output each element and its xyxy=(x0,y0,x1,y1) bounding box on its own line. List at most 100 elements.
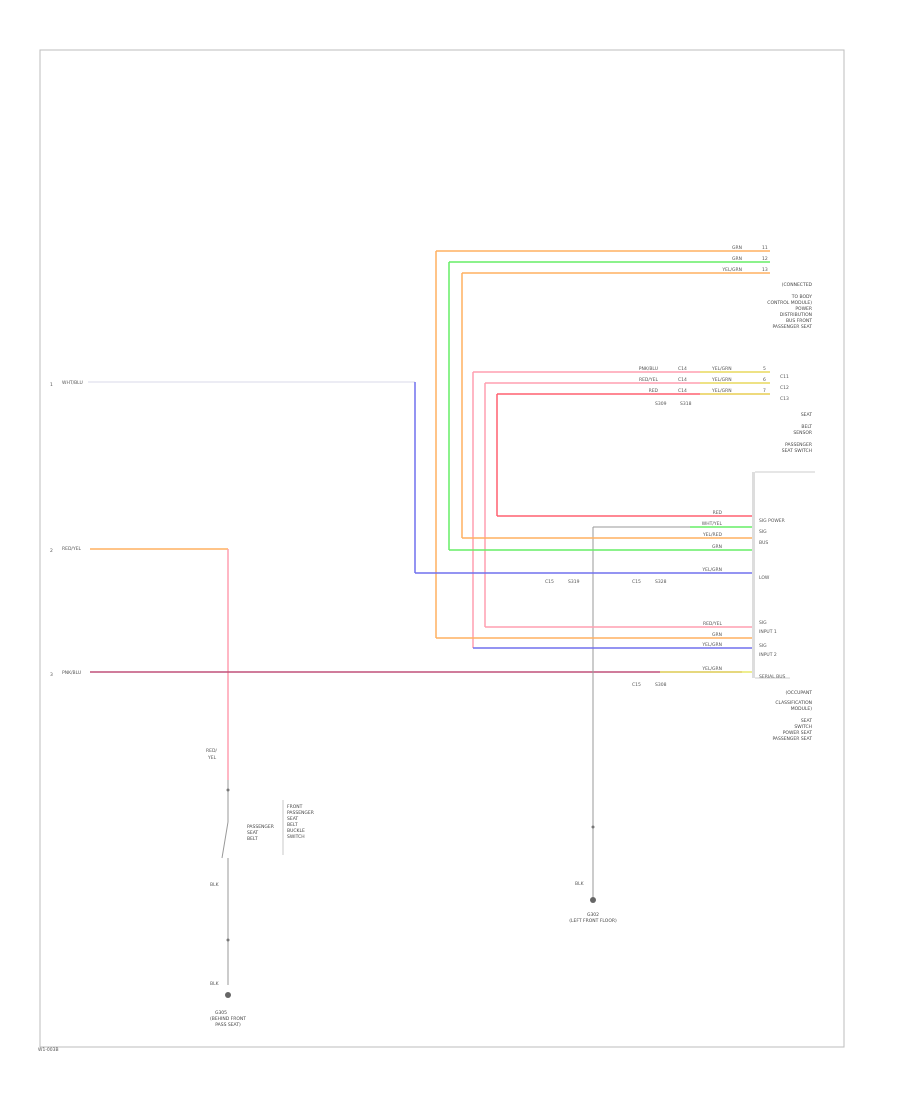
mid-right-wire-1: YEL/GRN xyxy=(711,366,732,372)
svg-text:SEAT: SEAT xyxy=(801,412,812,418)
module-splice-code-1: C15 xyxy=(545,579,554,585)
switch-bottom-wire: BLK xyxy=(210,882,220,888)
module-splice-code-2: S319 xyxy=(568,579,580,585)
module-wire-label-3: YEL/RED xyxy=(702,532,723,538)
mid-left-wire-1: PNK/BLU xyxy=(639,366,658,372)
module-pin-label-5: SIG xyxy=(759,620,767,626)
mid-splice-2: S318 xyxy=(680,401,692,407)
svg-text:SWITCH: SWITCH xyxy=(794,724,812,730)
switch-lower-wire: BLK xyxy=(210,981,220,987)
ground-right-icon xyxy=(590,897,596,903)
module-pin-label-9: SERIAL BUS xyxy=(759,674,786,680)
module-pin-label-6: INPUT 1 xyxy=(759,629,777,635)
mid-left-wire-2: RED/YEL xyxy=(639,377,659,383)
top-pin-3: 13 xyxy=(762,267,768,273)
mid-splice-1: S309 xyxy=(655,401,667,407)
top-pin-1: 11 xyxy=(762,245,768,251)
module-pin-label-3: BUS xyxy=(759,540,768,546)
module-wire-label-9: YEL/GRN xyxy=(701,666,722,672)
top-connector-label: (CONNECTED TO BODY CONTROL MODULE) POWER… xyxy=(767,282,812,330)
module-pin-label-1: SIG POWER xyxy=(759,518,785,524)
module-pin-label-2: SIG xyxy=(759,529,767,535)
svg-text:DISTRIBUTION: DISTRIBUTION xyxy=(780,312,812,318)
switch-contact-mid xyxy=(226,938,230,942)
svg-text:BUCKLE: BUCKLE xyxy=(287,828,305,834)
svg-text:CLASSIFICATION: CLASSIFICATION xyxy=(775,700,812,706)
svg-text:SEAT: SEAT xyxy=(801,718,812,724)
mid-right-wire-2: YEL/GRN xyxy=(711,377,732,383)
module-wire-label-5: YEL/GRN xyxy=(701,567,722,573)
svg-text:BELT: BELT xyxy=(247,836,258,842)
module-wire-label-6: RED/YEL xyxy=(703,621,723,627)
mid-pin-2: 6 xyxy=(763,377,766,383)
module-wire-label-1: RED xyxy=(713,510,723,516)
mid-side-pin-3: C13 xyxy=(780,396,789,402)
svg-text:SENSOR: SENSOR xyxy=(793,430,812,436)
ground-left-label: G305 (BEHIND FRONT PASS SEAT) xyxy=(210,1010,246,1028)
page-frame xyxy=(39,49,845,1048)
svg-text:PASSENGER: PASSENGER xyxy=(287,810,314,816)
module-label: (OCCUPANT CLASSIFICATION MODULE) SEAT SW… xyxy=(773,690,813,742)
top-wire-3-label: YEL/GRN xyxy=(721,267,742,273)
svg-text:(BEHIND FRONT: (BEHIND FRONT xyxy=(210,1016,246,1022)
svg-text:PASSENGER SEAT: PASSENGER SEAT xyxy=(773,324,813,330)
module-wire-label-7: GRN xyxy=(712,632,722,638)
input-wire-2-label: RED/YEL xyxy=(62,546,82,552)
mid-code-2: C14 xyxy=(678,377,687,383)
svg-text:SEAT: SEAT xyxy=(247,830,258,836)
svg-text:TO BODY: TO BODY xyxy=(791,294,812,300)
svg-text:PASSENGER: PASSENGER xyxy=(247,824,274,830)
svg-text:MODULE): MODULE) xyxy=(791,706,813,712)
switch-side-label: PASSENGER SEAT BELT xyxy=(247,824,274,842)
input-pin-3: 3 xyxy=(50,672,53,678)
svg-text:G302: G302 xyxy=(587,912,599,918)
ground-icon xyxy=(225,992,231,998)
mid-pin-1: 5 xyxy=(763,366,766,372)
svg-text:PASSENGER: PASSENGER xyxy=(785,442,812,448)
mid-left-wire-3: RED xyxy=(649,388,659,394)
switch-top-wire-1: RED/ xyxy=(206,748,217,754)
svg-text:SEAT: SEAT xyxy=(287,816,298,822)
mid-connector-label: SEAT BELT SENSOR PASSENGER SEAT SWITCH xyxy=(782,412,813,454)
svg-text:POWER SEAT: POWER SEAT xyxy=(783,730,813,736)
input-pin-1: 1 xyxy=(50,382,53,388)
svg-text:POWER: POWER xyxy=(795,306,812,312)
input-pin-2: 2 xyxy=(50,548,53,554)
module-pin-label-4: LOW xyxy=(759,575,770,581)
svg-text:PASS SEAT): PASS SEAT) xyxy=(215,1022,241,1028)
mid-code-1: C14 xyxy=(678,366,687,372)
ground-right-label: G302 (LEFT FRONT FLOOR) xyxy=(569,912,617,924)
module-splice-code-3: C15 xyxy=(632,579,641,585)
switch-contact-top xyxy=(226,788,230,792)
top-wire-2-label: GRN xyxy=(732,256,742,262)
mid-code-3: C14 xyxy=(678,388,687,394)
svg-text:(OCCUPANT: (OCCUPANT xyxy=(786,690,813,696)
svg-text:(LEFT FRONT FLOOR): (LEFT FRONT FLOOR) xyxy=(569,918,617,924)
module-pin-label-7: SIG xyxy=(759,643,767,649)
module-splice-code-6: S308 xyxy=(655,682,667,688)
mid-side-pin-2: C12 xyxy=(780,385,789,391)
svg-text:(CONNECTED: (CONNECTED xyxy=(782,282,813,288)
input-wire-3-label: PNK/BLU xyxy=(62,670,81,676)
top-wire-1-label: GRN xyxy=(732,245,742,251)
svg-text:PASSENGER SEAT: PASSENGER SEAT xyxy=(773,736,813,742)
svg-text:BELT: BELT xyxy=(801,424,812,430)
svg-text:BELT: BELT xyxy=(287,822,298,828)
switch-top-wire-2: YEL xyxy=(207,755,217,761)
mid-right-wire-3: YEL/GRN xyxy=(711,388,732,394)
module-connector-body xyxy=(752,472,755,678)
svg-text:G305: G305 xyxy=(215,1010,227,1016)
switch-label: FRONT PASSENGER SEAT BELT BUCKLE SWITCH xyxy=(287,804,314,840)
module-wire-label-8: YEL/GRN xyxy=(701,642,722,648)
mid-side-pin-1: C11 xyxy=(780,374,789,380)
right-ground-splice xyxy=(591,825,595,829)
svg-text:BUS FRONT: BUS FRONT xyxy=(786,318,812,324)
module-splice-code-5: C15 xyxy=(632,682,641,688)
input-wire-1-label: WHT/BLU xyxy=(62,380,83,386)
footer-code: W1-003B xyxy=(38,1047,59,1053)
svg-text:CONTROL MODULE): CONTROL MODULE) xyxy=(767,300,812,306)
svg-text:SEAT SWITCH: SEAT SWITCH xyxy=(782,448,812,454)
switch-blade xyxy=(221,821,229,859)
module-splice-code-4: S328 xyxy=(655,579,667,585)
